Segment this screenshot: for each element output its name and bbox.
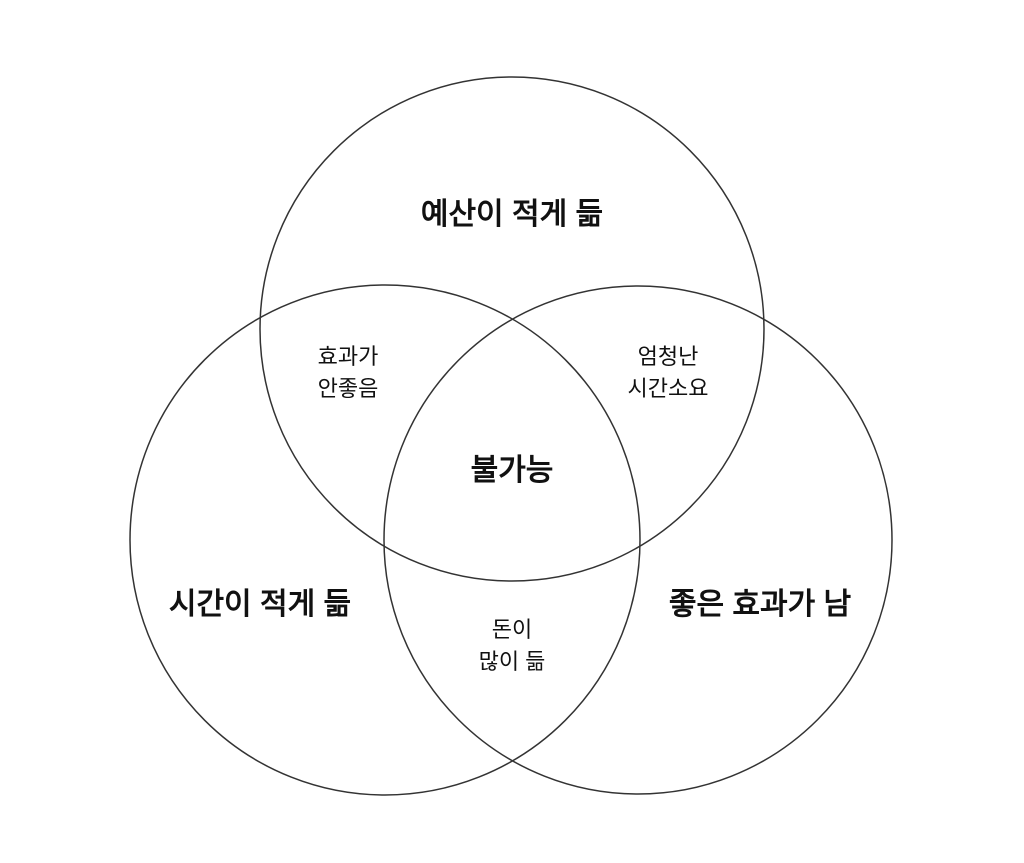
circle-quality (383, 285, 893, 795)
label-budget-time: 효과가 안좋음 (318, 341, 379, 405)
label-center: 불가능 (470, 454, 554, 487)
label-line: 효과가 (317, 344, 379, 369)
label-line: 시간소요 (627, 376, 709, 401)
label-budget-quality: 엄청난 시간소요 (628, 341, 709, 405)
label-line: 안좋음 (317, 376, 379, 401)
circle-time (129, 284, 641, 796)
label-time-quality: 돈이 많이 듦 (479, 614, 546, 678)
label-line: 엄청난 (637, 344, 699, 369)
circle-budget (259, 76, 765, 582)
label-line: 많이 듦 (478, 649, 546, 674)
label-quality: 좋은 효과가 남 (668, 588, 852, 621)
label-budget: 예산이 적게 듦 (420, 198, 604, 231)
label-time: 시간이 적게 듦 (168, 588, 352, 621)
label-line: 돈이 (491, 617, 533, 642)
